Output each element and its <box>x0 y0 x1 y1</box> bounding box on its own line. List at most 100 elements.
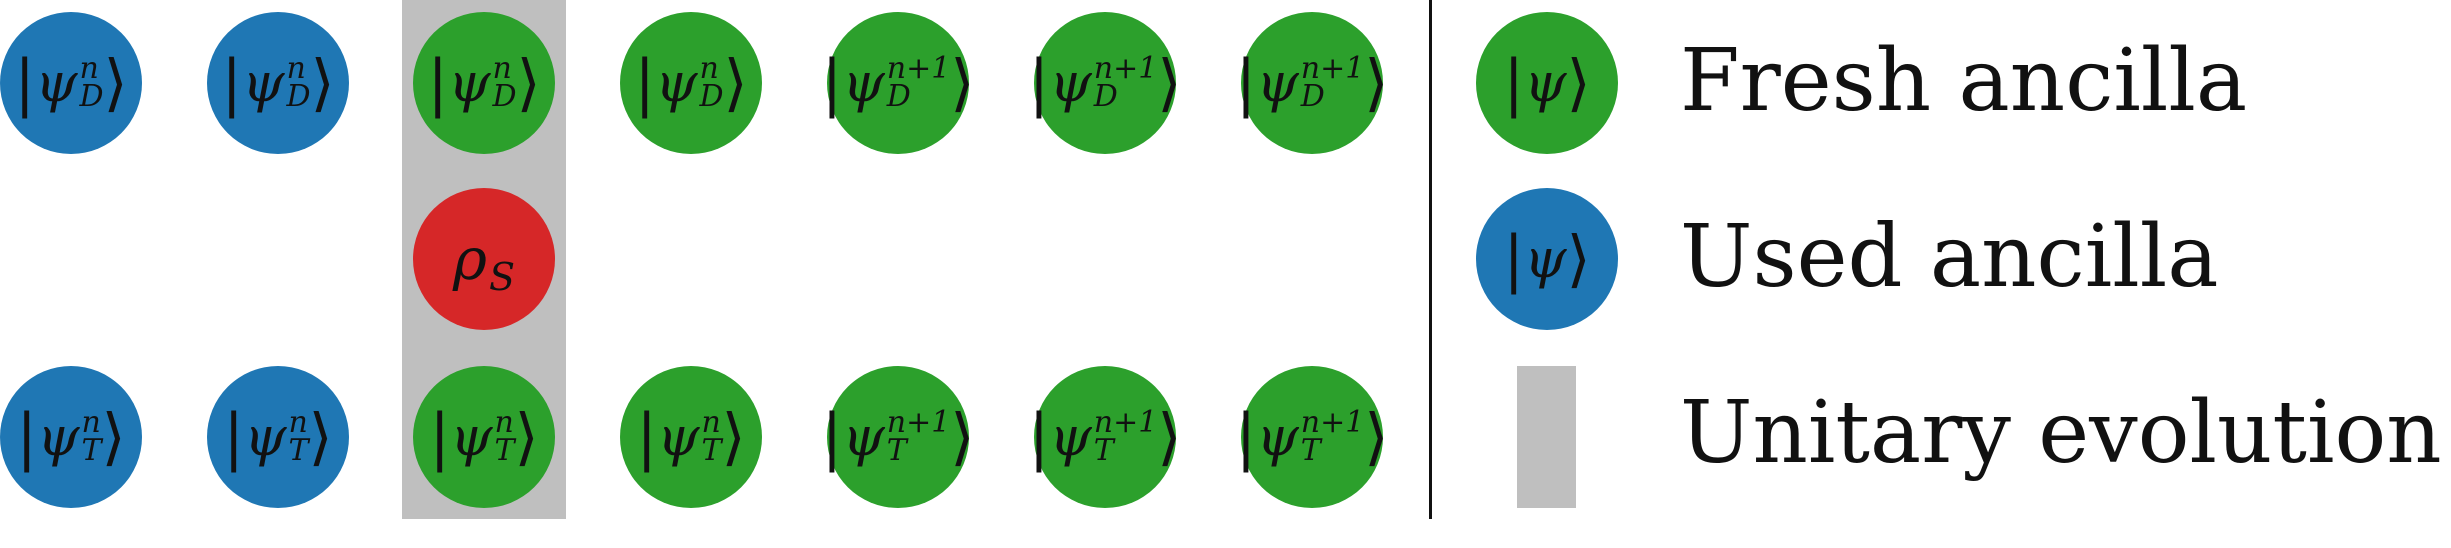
state-subscript: D <box>886 79 911 114</box>
state-symbol: ψ <box>655 51 698 114</box>
legend-fresh-symbol: ψ <box>1524 51 1567 114</box>
ket-close-angle: ⟩ <box>723 46 748 119</box>
ket-close-angle: ⟩ <box>1157 46 1182 119</box>
ket-open-bar: | <box>821 400 843 473</box>
state-symbol: ψ <box>1049 405 1092 468</box>
state-subscript: D <box>79 79 104 114</box>
state-subscript: D <box>1093 79 1118 114</box>
state-subscript: D <box>1300 79 1325 114</box>
state-symbol: ψ <box>242 51 285 114</box>
legend-unitary-label: Unitary evolution <box>1680 383 2442 483</box>
legend-used-symbol: ψ <box>1524 227 1567 290</box>
state-subscript: T <box>1300 433 1321 468</box>
state-symbol: ψ <box>842 405 885 468</box>
ket-open-bar: | <box>427 46 449 119</box>
state-subscript: T <box>494 433 515 468</box>
state-superscript: n+1 <box>886 51 951 86</box>
legend-used-swatch: |ψ⟩ <box>1476 188 1618 330</box>
ket-open-bar: | <box>221 46 243 119</box>
ket-open-bar: | <box>821 46 843 119</box>
state-superscript: n <box>81 405 101 440</box>
legend-unitary-swatch <box>1517 366 1576 508</box>
ket-open-bar: | <box>16 400 38 473</box>
ket-close-angle: ⟩ <box>101 400 126 473</box>
ket-open-bar: | <box>1028 400 1050 473</box>
ket-open-bar: | <box>14 46 36 119</box>
ket-close-angle: ⟩ <box>1157 400 1182 473</box>
state-symbol: ψ <box>842 51 885 114</box>
state-subscript: T <box>288 433 309 468</box>
legend-fresh-ket: |ψ⟩ <box>1503 46 1591 119</box>
ket-close-angle: ⟩ <box>1364 400 1389 473</box>
state-superscript: n+1 <box>886 405 951 440</box>
state-subscript: D <box>492 79 517 114</box>
ket-close-angle: ⟩ <box>950 46 975 119</box>
ket-close-angle: ⟩ <box>103 46 128 119</box>
state-symbol: ψ <box>450 405 493 468</box>
legend-fresh-swatch: |ψ⟩ <box>1476 12 1618 154</box>
state-superscript: n+1 <box>1300 405 1365 440</box>
state-subscript: T <box>886 433 907 468</box>
state-symbol: ψ <box>1256 51 1299 114</box>
state-subscript: D <box>699 79 724 114</box>
state-superscript: n+1 <box>1093 405 1158 440</box>
state-superscript: n+1 <box>1300 51 1365 86</box>
ket-close-angle: ⟩ <box>308 400 333 473</box>
state-symbol: ψ <box>657 405 700 468</box>
legend-divider <box>1429 0 1432 519</box>
legend-used-ket: |ψ⟩ <box>1503 222 1591 295</box>
state-symbol: ψ <box>1049 51 1092 114</box>
state-superscript: n <box>288 405 308 440</box>
ket-close-angle: ⟩ <box>516 46 541 119</box>
state-subscript: T <box>701 433 722 468</box>
state-superscript: n <box>494 405 514 440</box>
state-superscript: n <box>699 51 719 86</box>
ket-close-angle: ⟩ <box>950 400 975 473</box>
state-subscript: T <box>1093 433 1114 468</box>
ket-close-angle: ⟩ <box>310 46 335 119</box>
ket-open-bar: | <box>429 400 451 473</box>
state-symbol: ψ <box>1256 405 1299 468</box>
system-symbol: ρ <box>452 225 488 293</box>
state-symbol: ψ <box>244 405 287 468</box>
state-subscript: D <box>286 79 311 114</box>
state-symbol: ψ <box>448 51 491 114</box>
state-symbol: ψ <box>37 405 80 468</box>
state-symbol: ψ <box>35 51 78 114</box>
